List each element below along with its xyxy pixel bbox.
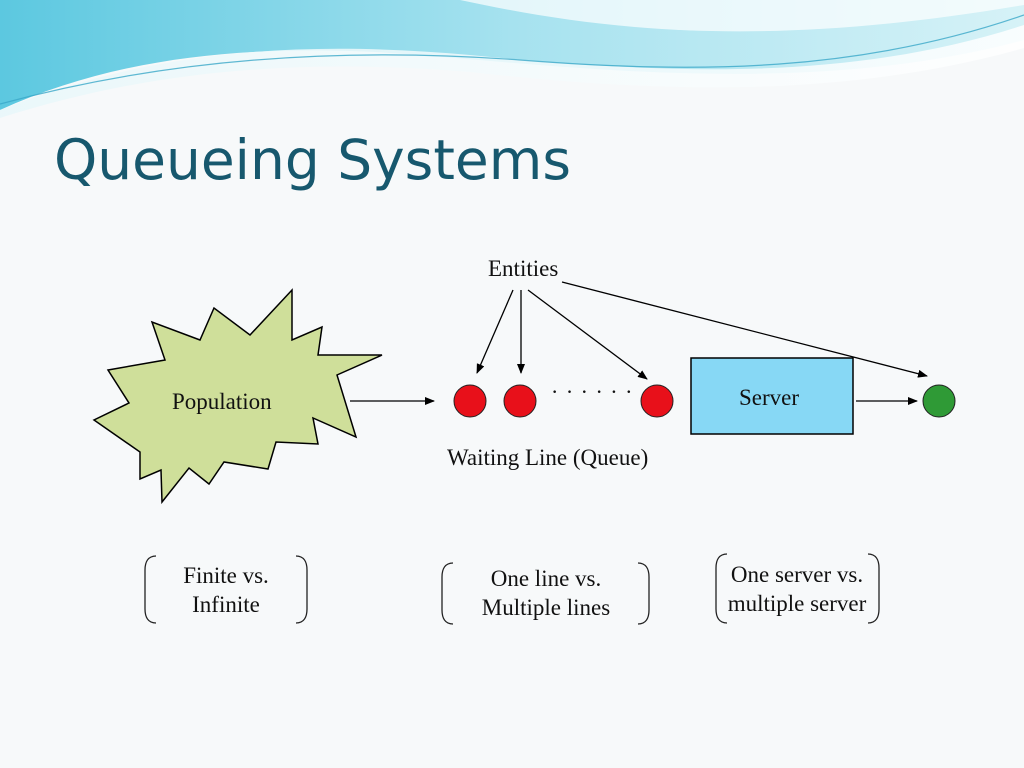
served-entity <box>922 384 956 418</box>
queue-entity-1 <box>453 384 487 418</box>
server-note-line1: One server vs. <box>730 562 864 587</box>
page-title: Queueing Systems <box>54 128 571 192</box>
server-label: Server <box>739 385 800 410</box>
waiting-line-label: Waiting Line (Queue) <box>447 445 649 470</box>
header-wave-decoration <box>0 0 1024 118</box>
queue-note: One line vs. Multiple lines <box>446 566 646 621</box>
population-note: Finite vs. Infinite <box>150 563 302 618</box>
queue-dots: · · · · · · <box>551 379 634 404</box>
population-note-line2: Infinite <box>192 592 260 617</box>
population-starburst <box>92 288 383 505</box>
population-note-line1: Finite vs. <box>183 563 269 588</box>
arrow-entities-to-entity-3 <box>527 289 648 380</box>
server-box <box>690 357 854 435</box>
entities-label: Entities <box>488 256 559 281</box>
arrow-entities-to-entity-1 <box>476 289 514 374</box>
population-label: Population <box>172 389 272 414</box>
queue-note-line2: Multiple lines <box>481 595 611 620</box>
arrow-entities-to-served <box>561 281 928 378</box>
server-note: One server vs. multiple server <box>714 562 880 617</box>
queue-entity-2 <box>503 384 537 418</box>
queue-note-line1: One line vs. <box>490 566 602 591</box>
flow-arrows <box>350 281 928 405</box>
server-note-line2: multiple server <box>727 591 867 616</box>
queue-entity-3 <box>640 384 674 418</box>
note-brackets <box>144 553 880 625</box>
